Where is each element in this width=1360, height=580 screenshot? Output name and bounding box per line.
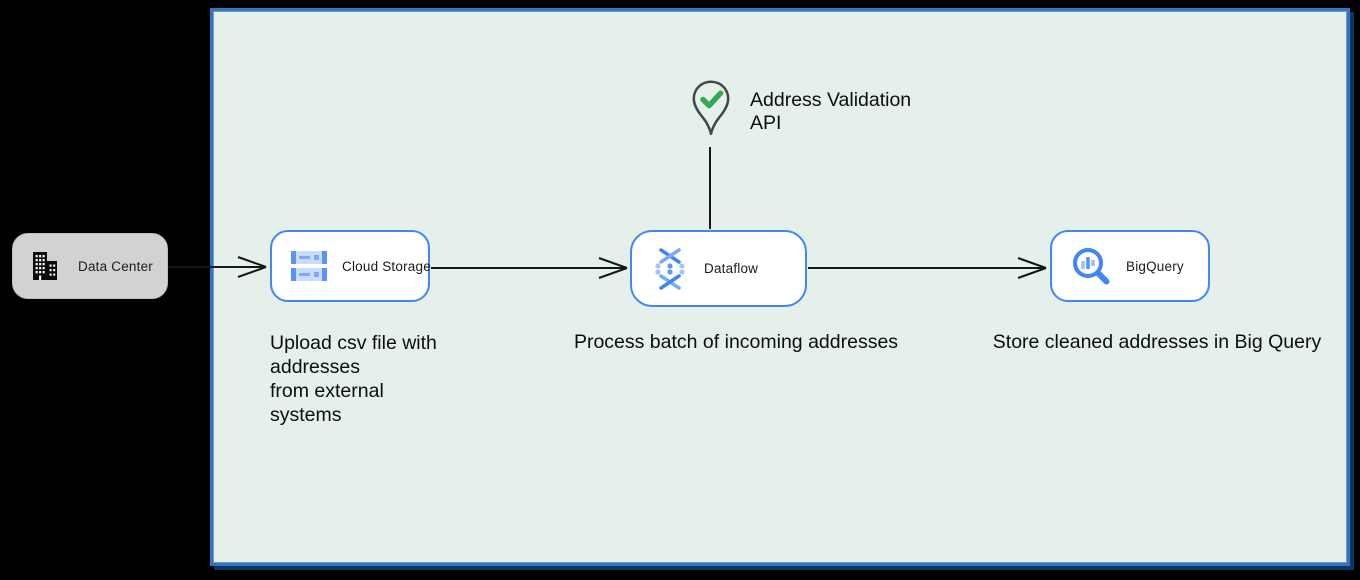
- node-dataflow-label: Dataflow: [704, 261, 759, 276]
- location-pin-check-icon: [692, 80, 730, 136]
- node-bigquery-label: BigQuery: [1126, 258, 1184, 274]
- node-data-center[interactable]: Data Center: [12, 233, 168, 299]
- node-data-center-label: Data Center: [78, 258, 153, 274]
- address-validation-api-label: Address Validation API: [750, 89, 912, 134]
- dataflow-icon: [655, 247, 685, 290]
- building-icon: [33, 252, 57, 280]
- node-cloud-storage[interactable]: Cloud Storage: [270, 230, 431, 302]
- node-bigquery[interactable]: BigQuery: [1050, 230, 1210, 302]
- caption-upload-csv: Upload csv file with addresses from exte…: [270, 332, 437, 426]
- caption-store-cleaned: Store cleaned addresses in Big Query: [992, 331, 1322, 353]
- bigquery-search-icon: [1073, 248, 1110, 285]
- node-cloud-storage-label: Cloud Storage: [342, 258, 431, 274]
- cloud-storage-icon: [291, 251, 327, 281]
- node-dataflow[interactable]: Dataflow: [630, 230, 807, 307]
- caption-process-batch: Process batch of incoming addresses: [573, 331, 899, 353]
